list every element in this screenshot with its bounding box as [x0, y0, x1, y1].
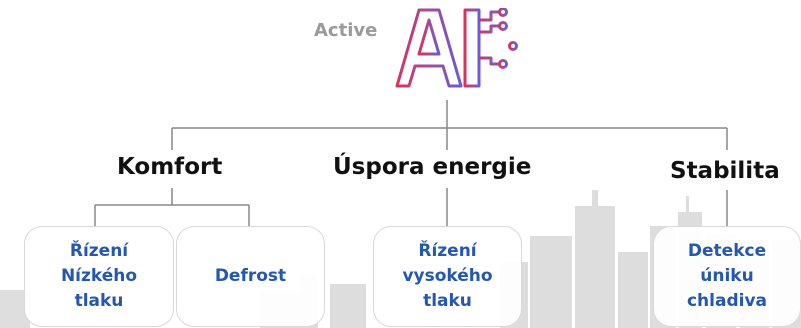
category-stabilita-title: Stabilita [670, 158, 780, 184]
card-label: Defrost [214, 266, 287, 286]
card-label: Řízení Nízkého tlaku [60, 241, 138, 311]
card-rizeni-vysokeho-tlaku: Řízení vysokého tlaku [373, 226, 522, 327]
card-detekce-uniku-chladiva: Detekce úniku chladiva [653, 226, 801, 327]
category-uspora-energie-title: Úspora energie [333, 154, 532, 180]
active-label: Active [314, 20, 378, 41]
card-label: Řízení vysokého tlaku [402, 241, 493, 311]
card-rizeni-nizkeho-tlaku: Řízení Nízkého tlaku [24, 226, 174, 327]
ai-circuit-logo-icon [395, 8, 518, 88]
category-komfort-title: Komfort [117, 154, 223, 180]
card-label: Detekce úniku chladiva [686, 241, 768, 311]
card-defrost: Defrost [176, 226, 325, 327]
